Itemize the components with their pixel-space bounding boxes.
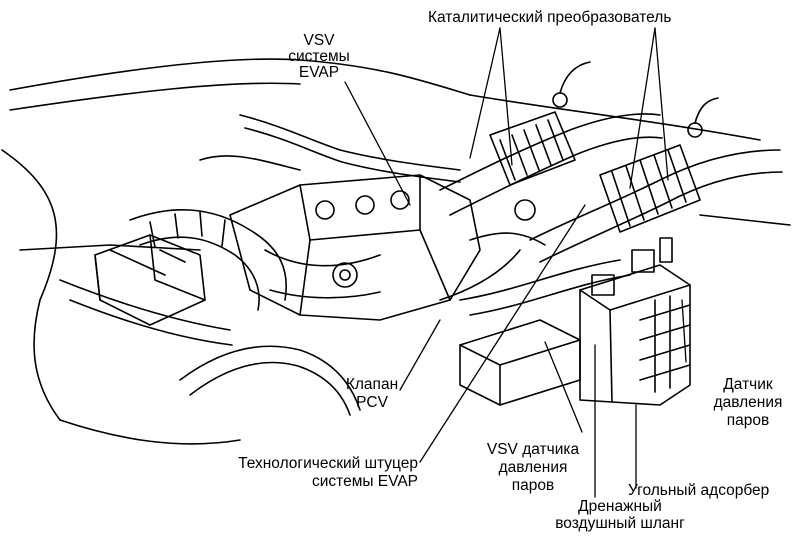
pressure-sensor-label-line-3: паров bbox=[726, 412, 770, 429]
pcv-valve-label-line-1: Клапан bbox=[345, 376, 399, 393]
drain-hose-label-line-1: Дренажный bbox=[578, 498, 662, 515]
catalytic-converter-label: Каталитический преобразователь bbox=[428, 9, 672, 26]
canister-label: Угольный адсорбер bbox=[628, 482, 770, 499]
intake-duct bbox=[129, 208, 287, 311]
pressure-sensor-label-line-2: давления bbox=[713, 394, 783, 411]
service-port-label-line-2: системы EVAP bbox=[311, 473, 418, 490]
service-port-label-line-1: Технологический штуцер bbox=[238, 455, 418, 472]
vsv-sensor-label-line-1: VSV датчика bbox=[486, 441, 580, 458]
pressure-sensor-label-line-1: Датчик bbox=[723, 376, 773, 393]
engine-block bbox=[229, 174, 481, 321]
air-cleaner bbox=[94, 234, 206, 326]
hood-outline bbox=[1, 58, 791, 445]
leader-lines bbox=[344, 27, 687, 498]
vsv-sensor-label-line-3: паров bbox=[511, 477, 555, 494]
battery-tray bbox=[459, 319, 581, 406]
drain-hose-label-line-2: воздушный шланг bbox=[555, 515, 685, 532]
charcoal-canister bbox=[579, 237, 691, 406]
pcv-valve-label-line-2: PCV bbox=[356, 394, 388, 411]
hoses bbox=[59, 114, 631, 416]
vsv-evap-label-line-2: системы bbox=[288, 48, 350, 65]
vsv-evap-label-line-1: VSV bbox=[303, 32, 335, 49]
vsv-sensor-label-line-2: давления bbox=[498, 459, 568, 476]
vsv-evap-label-line-3: EVAP bbox=[298, 64, 340, 81]
